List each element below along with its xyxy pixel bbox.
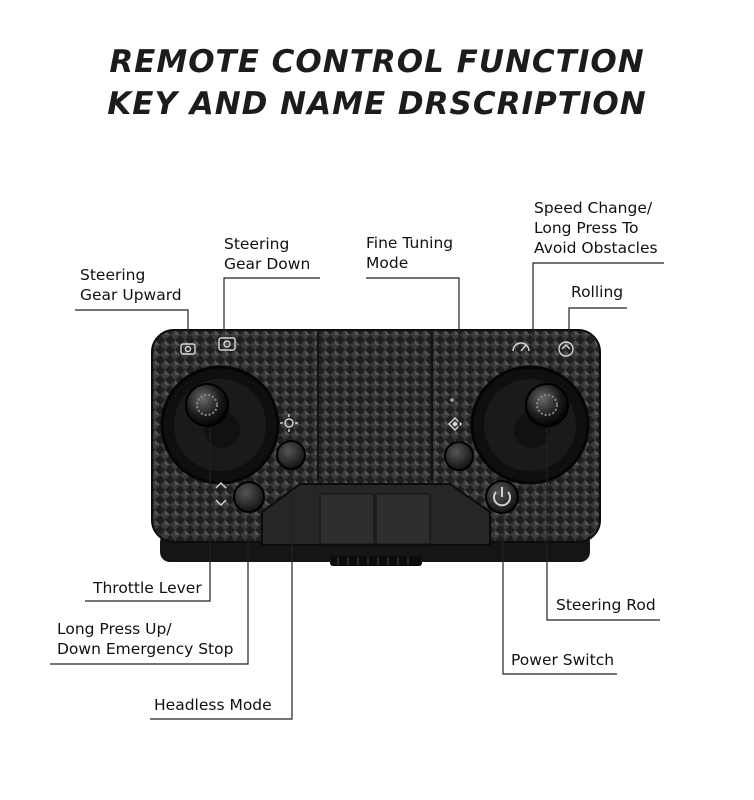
- photo-icon: [218, 337, 236, 351]
- label-line: Gear Upward: [80, 286, 182, 304]
- headless-icon: [280, 414, 298, 432]
- headless-mode-button[interactable]: [276, 440, 306, 470]
- label-rolling: Rolling: [571, 282, 623, 302]
- label-line: Steering: [224, 235, 290, 253]
- right-joystick[interactable]: [470, 365, 590, 485]
- label-steering-rod: Steering Rod: [556, 595, 656, 615]
- altitude-icon: [215, 482, 227, 506]
- label-power-switch: Power Switch: [511, 650, 614, 670]
- power-icon: [493, 491, 511, 507]
- label-line: Mode: [366, 254, 409, 272]
- clamp-right-pad: [375, 493, 431, 545]
- label-line: Rolling: [571, 283, 624, 301]
- leader-steering-gear-upward: [75, 309, 189, 338]
- left-stick-knob[interactable]: [185, 383, 229, 427]
- label-line: Gear Down: [224, 255, 311, 273]
- leader-power-switch: [502, 513, 617, 675]
- right-stick-knob[interactable]: [525, 383, 569, 427]
- leader-speed-change: [532, 262, 664, 340]
- label-line: Long Press Up/: [57, 620, 172, 638]
- leader-steering-gear-down: [223, 277, 320, 330]
- roll-360-icon: [558, 341, 574, 357]
- fine-tuning-button[interactable]: [444, 441, 474, 471]
- camera-icon: [180, 343, 196, 355]
- label-fine-tuning-mode: Fine Tuning Mode: [366, 233, 453, 273]
- label-line: Power Switch: [511, 651, 615, 669]
- label-emergency-stop: Long Press Up/ Down Emergency Stop: [57, 619, 233, 659]
- label-line: Avoid Obstacles: [534, 239, 658, 257]
- emergency-stop-button[interactable]: [233, 481, 265, 513]
- leader-fine-tuning-mode: [366, 277, 460, 444]
- speed-icon: [512, 342, 530, 352]
- label-line: Speed Change/: [534, 199, 653, 217]
- label-line: Long Press To: [534, 219, 639, 237]
- label-headless-mode: Headless Mode: [154, 695, 272, 715]
- leader-rolling: [568, 307, 627, 340]
- label-line: Down Emergency Stop: [57, 640, 234, 658]
- label-line: Steering Rod: [556, 596, 656, 614]
- diagram-title-line-1: REMOTE CONTROL FUNCTION: [109, 44, 645, 80]
- label-line: Steering: [80, 266, 146, 284]
- power-switch-button[interactable]: [485, 480, 519, 514]
- label-steering-gear-upward: Steering Gear Upward: [80, 265, 182, 305]
- label-speed-change: Speed Change/ Long Press To Avoid Obstac…: [534, 198, 658, 258]
- leader-emergency-stop: [50, 512, 249, 665]
- label-throttle-lever: Throttle Lever: [93, 578, 202, 598]
- clamp-left-pad: [319, 493, 375, 545]
- left-joystick[interactable]: [160, 365, 280, 485]
- indicator-led: [450, 398, 454, 402]
- leader-lines: [50, 262, 664, 720]
- label-line: Throttle Lever: [93, 579, 202, 597]
- diagram-title-line-2: KEY AND NAME DRSCRIPTION: [107, 86, 647, 122]
- leader-throttle-lever: [85, 428, 211, 602]
- label-steering-gear-down: Steering Gear Down: [224, 234, 310, 274]
- label-line: Headless Mode: [154, 696, 272, 714]
- leader-headless-mode: [150, 470, 293, 720]
- leader-steering-rod: [546, 428, 660, 621]
- vent-grille: [330, 556, 422, 566]
- label-line: Fine Tuning: [366, 234, 454, 252]
